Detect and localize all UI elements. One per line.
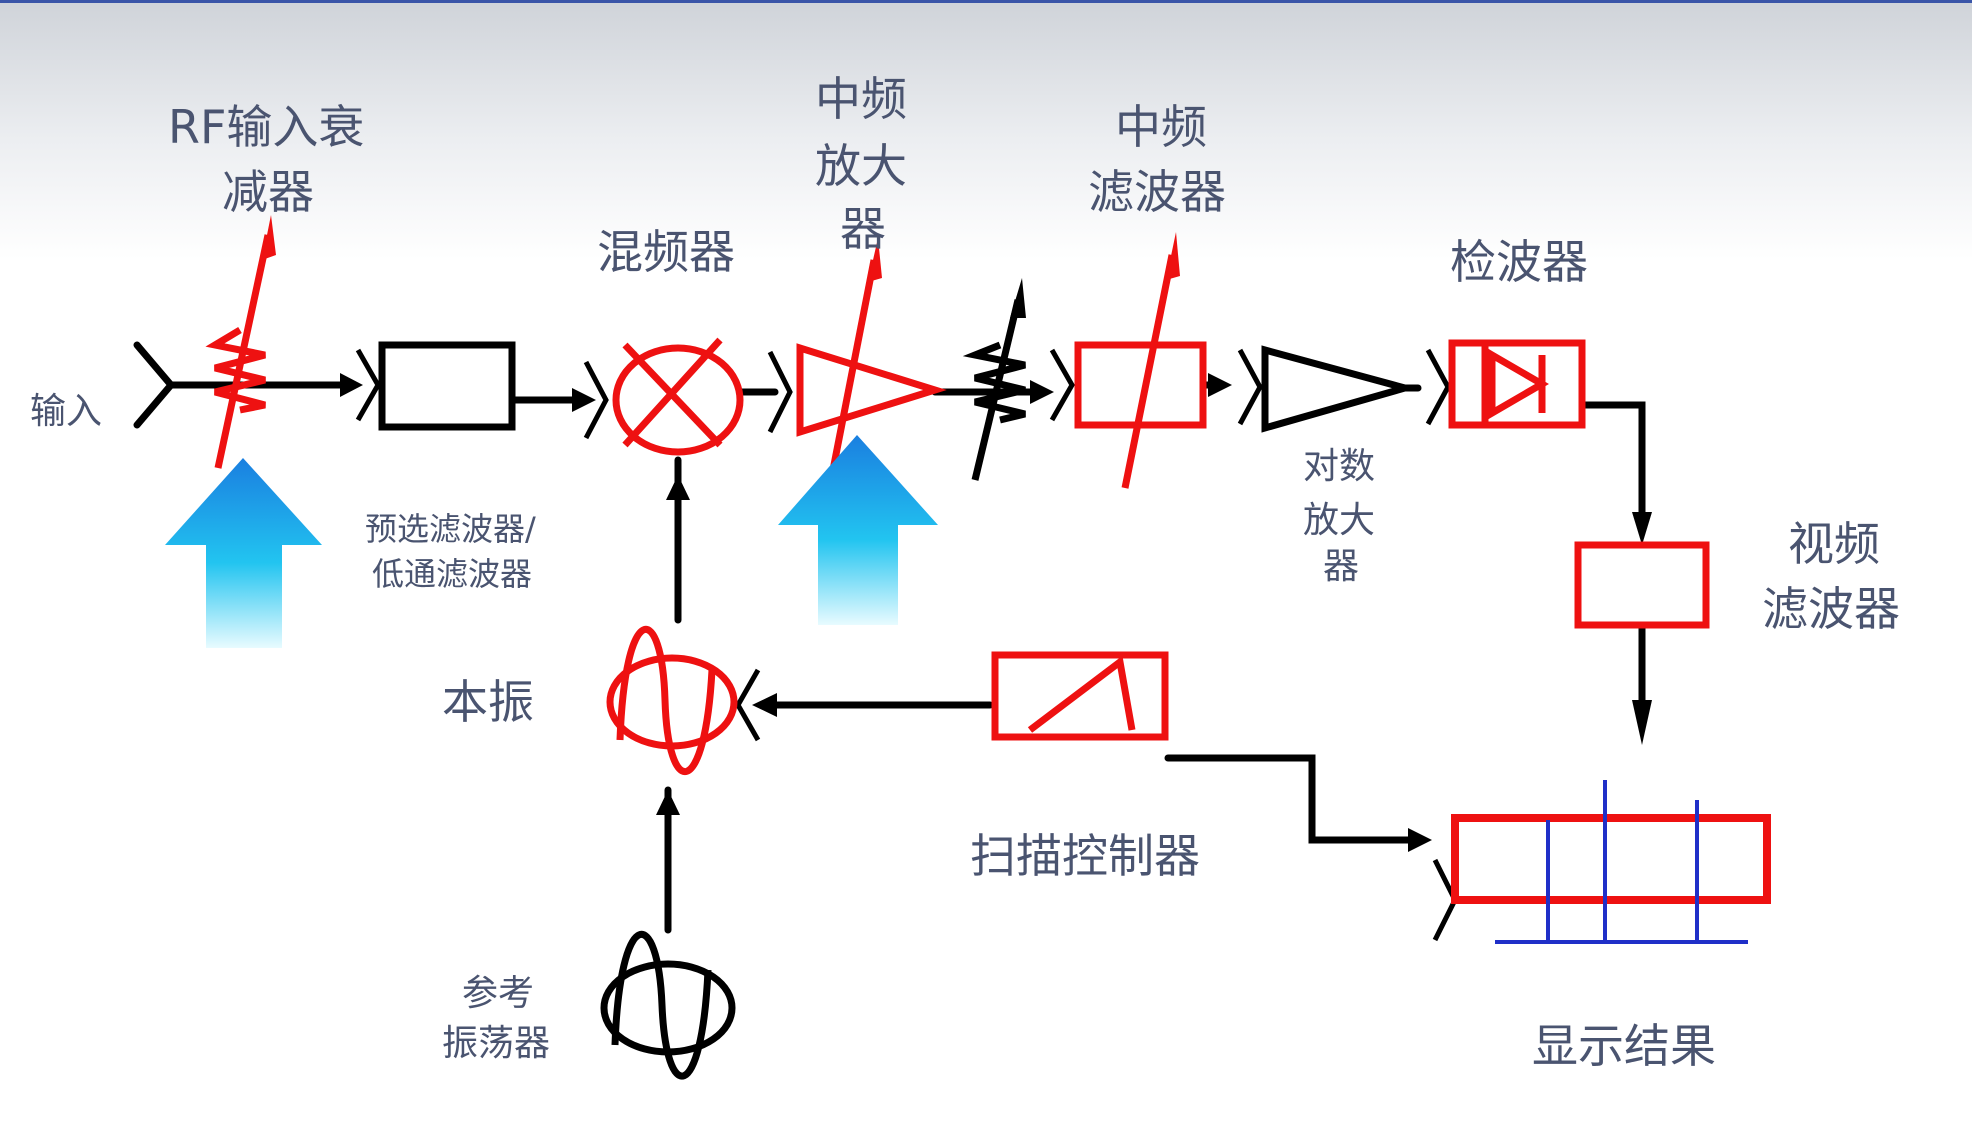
preselect-filter-box [378,341,516,431]
input-chevrons [355,348,1458,942]
detector [1448,339,1586,429]
if-filter [1074,232,1207,489]
rf-attenuator [205,215,276,469]
highlight-arrow-attenuator [165,458,322,648]
arrowheads [340,373,1652,852]
label-if-filter-2: 滤波器 [1088,165,1226,219]
variable-gain [962,278,1026,481]
video-filter-box [1574,541,1710,629]
label-detector: 检波器 [1450,235,1588,289]
label-preselect-2: 低通滤波器 [372,555,532,593]
label-preselect-1: 预选滤波器/ [365,510,536,548]
input-chevron [133,341,176,429]
if-amplifier [796,238,947,476]
label-log-amp-2: 放大 [1303,500,1375,541]
label-local-osc: 本振 [442,675,534,729]
log-amplifier [1261,345,1419,433]
label-display: 显示结果 [1532,1019,1716,1073]
display [1451,780,1771,944]
label-video-filter-2: 滤波器 [1762,582,1900,636]
label-rf-attenuator-2: 减器 [222,165,314,219]
mixer [612,337,744,456]
label-video-filter-1: 视频 [1788,517,1880,571]
line-sweep-to-display [1164,754,1414,844]
line-detector-to-videofilter [1581,401,1646,524]
label-rf-attenuator-1: RF输入衰 [168,100,364,154]
label-if-filter-1: 中频 [1115,100,1207,154]
label-sweep-ctrl: 扫描控制器 [970,829,1200,883]
label-input: 输入 [30,391,102,432]
sweep-controller [991,651,1169,741]
label-if-amp-2: 放大 [815,139,907,193]
highlight-arrow-ifamp [778,435,938,625]
label-log-amp-1: 对数 [1303,446,1375,487]
label-mixer: 混频器 [597,225,735,279]
local-oscillator [606,625,738,775]
label-log-amp-3: 器 [1323,546,1359,587]
label-ref-osc-2: 振荡器 [442,1023,550,1064]
label-ref-osc-1: 参考 [462,973,534,1014]
label-if-amp-1: 中频 [815,72,907,126]
label-if-amp-3: 器 [840,202,886,256]
top-border [0,0,1972,3]
reference-oscillator [600,930,736,1080]
